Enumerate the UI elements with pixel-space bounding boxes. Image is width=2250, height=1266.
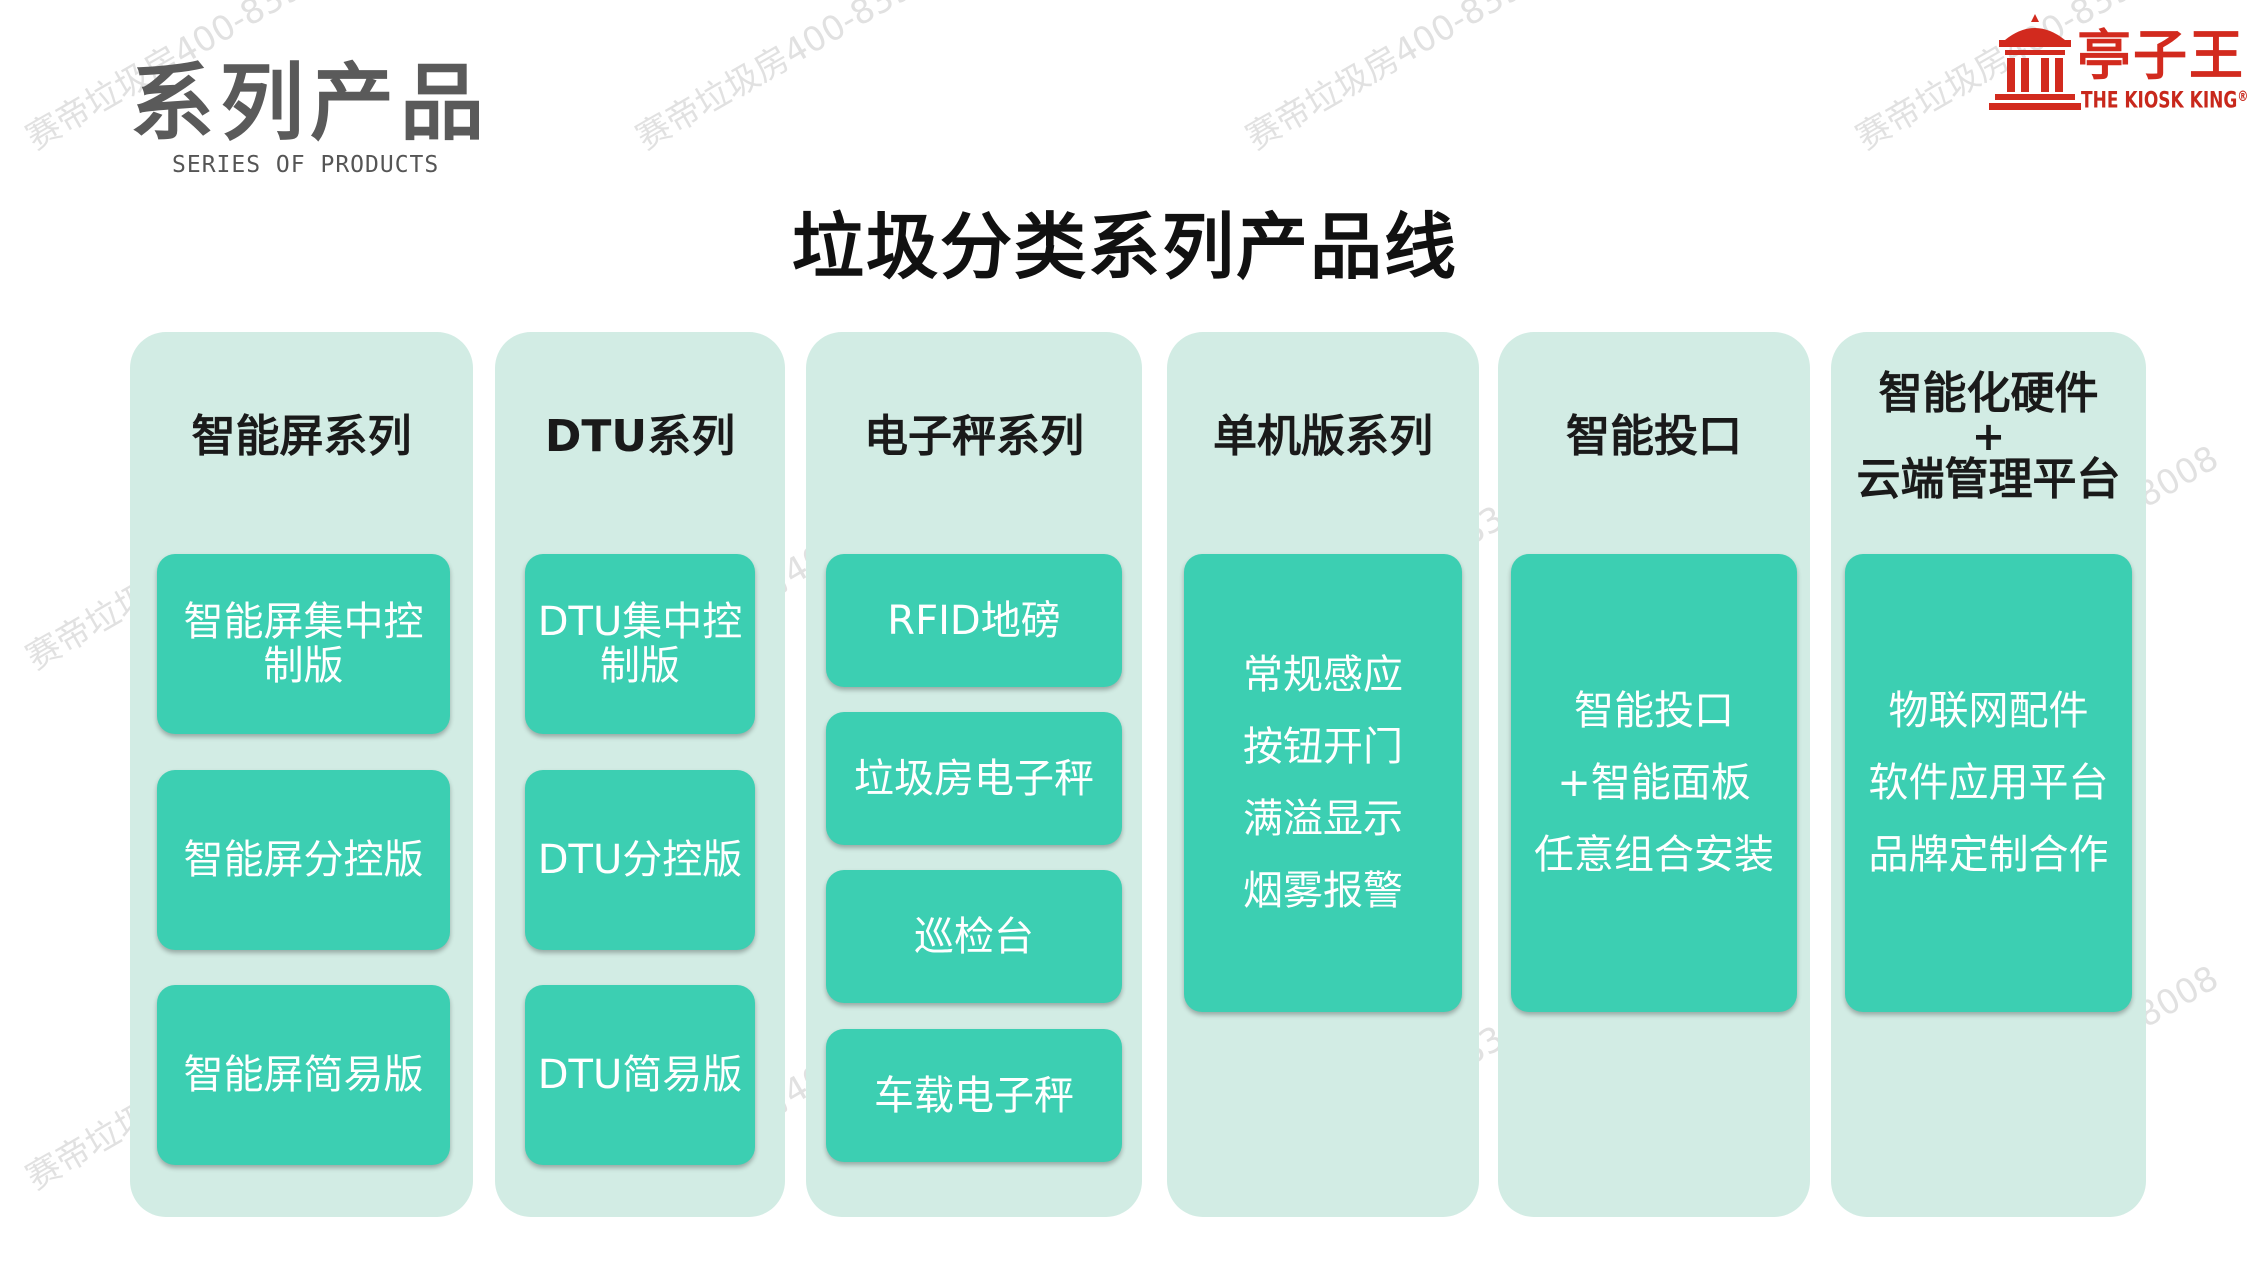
column-title: 电子秤系列 — [864, 411, 1084, 462]
column-hardware-cloud: 智能化硬件 + 云端管理平台 物联网配件 软件应用平台 品牌定制合作 — [1831, 332, 2146, 1217]
column-title: 智能屏系列 — [191, 411, 412, 462]
column-title-line: 云端管理平台 — [1856, 454, 2121, 505]
product-box: RFID地磅 — [826, 554, 1122, 687]
product-label: DTU简易版 — [537, 1052, 743, 1098]
pavilion-icon — [1989, 14, 2081, 110]
column-standalone: 单机版系列 常规感应 按钮开门 满溢显示 烟雾报警 — [1167, 332, 1479, 1217]
column-smart-screen: 智能屏系列 智能屏集中控 制版 智能屏分控版 智能屏简易版 — [130, 332, 473, 1217]
feature-line: 满溢显示 — [1243, 796, 1403, 842]
brand-english: THE KIOSK KING® — [2081, 88, 2248, 114]
brand-name: 亭子王 — [2077, 24, 2245, 87]
column-title: 智能投口 — [1566, 411, 1742, 462]
product-box: 垃圾房电子秤 — [826, 712, 1122, 845]
feature-line: 常规感应 — [1243, 652, 1403, 698]
column-title: DTU系列 — [544, 411, 736, 462]
registered-mark: ® — [2237, 88, 2249, 105]
feature-line: 智能投口 — [1574, 688, 1734, 734]
feature-line: 品牌定制合作 — [1868, 832, 2109, 878]
product-box: 巡检台 — [826, 870, 1122, 1003]
feature-box: 常规感应 按钮开门 满溢显示 烟雾报警 — [1184, 554, 1462, 1012]
feature-box: 物联网配件 软件应用平台 品牌定制合作 — [1845, 554, 2132, 1012]
brand-logo: 亭子王 THE KIOSK KING® — [1985, 8, 2248, 120]
product-box: DTU集中控 制版 — [525, 554, 755, 734]
column-title-plus: + — [1971, 414, 2006, 460]
column-dtu: DTU系列 DTU集中控 制版 DTU分控版 DTU简易版 — [495, 332, 785, 1217]
feature-line: 软件应用平台 — [1868, 760, 2109, 806]
product-label: 智能屏集中控 制版 — [183, 599, 424, 689]
product-box: 智能屏简易版 — [157, 985, 450, 1165]
product-box: 车载电子秤 — [826, 1029, 1122, 1162]
product-label: DTU分控版 — [537, 837, 743, 883]
product-box: 智能屏集中控 制版 — [157, 554, 450, 734]
feature-line: 物联网配件 — [1888, 688, 2089, 734]
diagram-title: 垃圾分类系列产品线 — [791, 205, 1458, 289]
watermark: 赛帝垃圾房400-839-8008 — [1239, 0, 1616, 159]
product-label: 车载电子秤 — [874, 1072, 1074, 1119]
product-label: 智能屏简易版 — [183, 1052, 424, 1098]
product-box: DTU分控版 — [525, 770, 755, 950]
watermark: 赛帝垃圾房400-839-8008 — [629, 0, 1006, 159]
feature-line: 按钮开门 — [1243, 724, 1403, 770]
product-label: 巡检台 — [914, 913, 1034, 960]
feature-box: 智能投口 +智能面板 任意组合安装 — [1511, 554, 1797, 1012]
product-box: 智能屏分控版 — [157, 770, 450, 950]
column-smart-inlet: 智能投口 智能投口 +智能面板 任意组合安装 — [1498, 332, 1810, 1217]
feature-line: 任意组合安装 — [1534, 832, 1774, 878]
product-label: RFID地磅 — [887, 597, 1061, 644]
column-title: 智能化硬件 + 云端管理平台 — [1831, 332, 2146, 542]
column-title: 单机版系列 — [1213, 411, 1433, 462]
page-subtitle: SERIES OF PRODUCTS — [172, 152, 440, 178]
column-electronic-scale: 电子秤系列 RFID地磅 垃圾房电子秤 巡检台 车载电子秤 — [806, 332, 1142, 1217]
product-label: DTU集中控 制版 — [537, 599, 743, 689]
product-box: DTU简易版 — [525, 985, 755, 1165]
feature-line: 烟雾报警 — [1243, 868, 1403, 914]
brand-english-text: THE KIOSK KING — [2081, 88, 2238, 114]
product-label: 智能屏分控版 — [183, 837, 424, 883]
product-label: 垃圾房电子秤 — [854, 755, 1094, 802]
page-title: 系列产品 — [130, 54, 491, 152]
feature-line: +智能面板 — [1557, 760, 1751, 806]
column-title-line: 智能化硬件 — [1878, 368, 2099, 419]
